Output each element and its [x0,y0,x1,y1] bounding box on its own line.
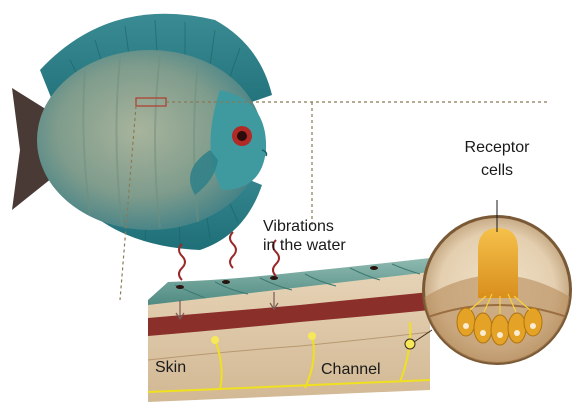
discus-fish [12,14,272,250]
label-skin: Skin [155,358,186,377]
receptor-magnification [420,215,573,370]
receptor-cupula [478,228,518,298]
label-vibrations-line1: Vibrations [263,217,346,236]
skin-cross-section [148,258,432,402]
label-receptor-line1: Receptor [447,138,547,157]
label-channel: Channel [321,360,381,379]
label-vibrations: Vibrations in the water [263,217,346,255]
label-vibrations-line2: in the water [263,236,346,255]
label-receptor-cells: Receptor cells [447,138,547,180]
label-receptor-line2: cells [447,161,547,180]
